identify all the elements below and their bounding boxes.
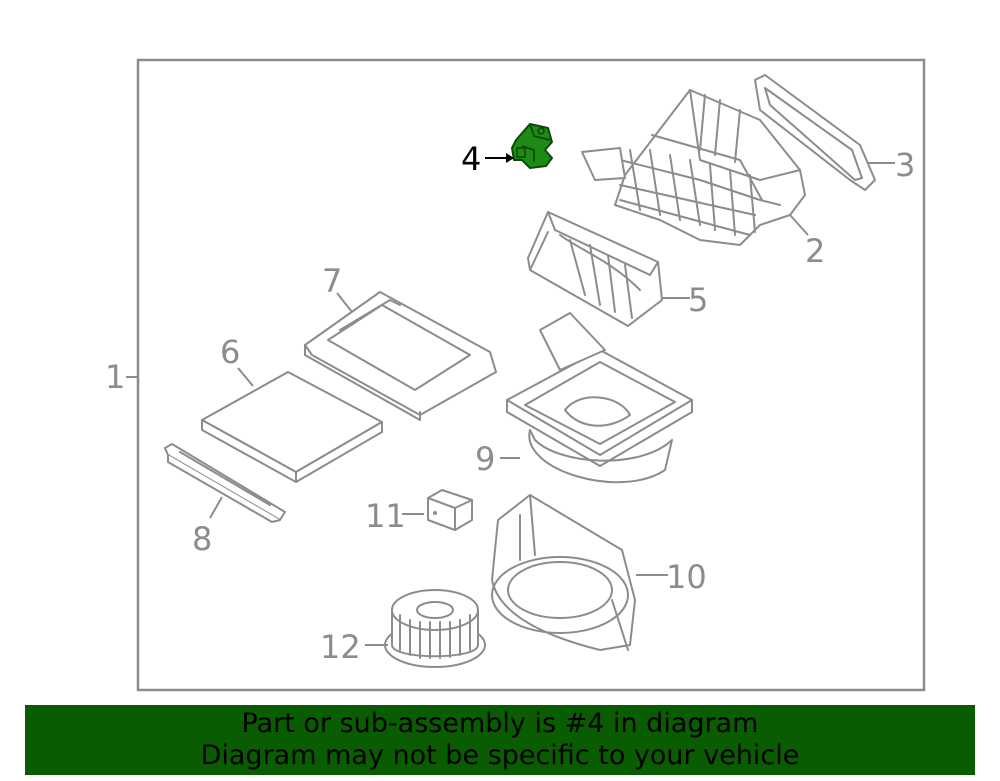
- callout-10-label: 10: [666, 558, 707, 596]
- callout-3-label: 3: [895, 146, 915, 184]
- part-10-blower-lower[interactable]: [491, 494, 636, 651]
- part-9-blower-upper[interactable]: [506, 312, 693, 484]
- banner-line-1: Part or sub-assembly is #4 in diagram: [241, 708, 759, 739]
- callout-6[interactable]: 6: [220, 333, 254, 387]
- callout-2[interactable]: 2: [789, 214, 825, 270]
- callout-3[interactable]: 3: [868, 146, 915, 184]
- part-7-filter-frame[interactable]: [304, 291, 497, 421]
- callout-9-label: 9: [475, 440, 495, 478]
- callout-4[interactable]: 4: [461, 140, 514, 178]
- callout-10[interactable]: 10: [636, 558, 707, 596]
- part-8-filter-cover[interactable]: [164, 443, 286, 523]
- callout-11[interactable]: 11: [365, 497, 424, 535]
- part-5-intake-housing[interactable]: [527, 211, 663, 327]
- parts-diagram: 1 2 3 4: [105, 58, 926, 692]
- callout-1[interactable]: 1: [105, 358, 138, 396]
- part-11-resistor[interactable]: [427, 489, 473, 531]
- part-3-gasket[interactable]: [754, 74, 876, 191]
- callout-11-label: 11: [365, 497, 406, 535]
- callout-7[interactable]: 7: [322, 262, 353, 313]
- callout-4-label: 4: [461, 140, 481, 178]
- callout-2-label: 2: [805, 232, 825, 270]
- part-6-air-filter[interactable]: [201, 371, 383, 483]
- callout-12[interactable]: 12: [320, 628, 388, 666]
- part-2-case[interactable]: [581, 89, 806, 246]
- callout-5[interactable]: 5: [662, 281, 708, 319]
- part-12-blower-motor[interactable]: [384, 589, 486, 668]
- callout-8[interactable]: 8: [192, 496, 223, 558]
- banner-line-2: Diagram may not be specific to your vehi…: [200, 740, 800, 771]
- part-4-actuator[interactable]: [511, 123, 553, 169]
- callout-7-label: 7: [322, 262, 342, 300]
- callout-6-label: 6: [220, 333, 240, 371]
- callout-5-label: 5: [688, 281, 708, 319]
- callout-1-label: 1: [105, 358, 125, 396]
- callout-9[interactable]: 9: [475, 440, 520, 478]
- info-banner: Part or sub-assembly is #4 in diagram Di…: [25, 705, 975, 775]
- callout-8-label: 8: [192, 520, 212, 558]
- callout-12-label: 12: [320, 628, 361, 666]
